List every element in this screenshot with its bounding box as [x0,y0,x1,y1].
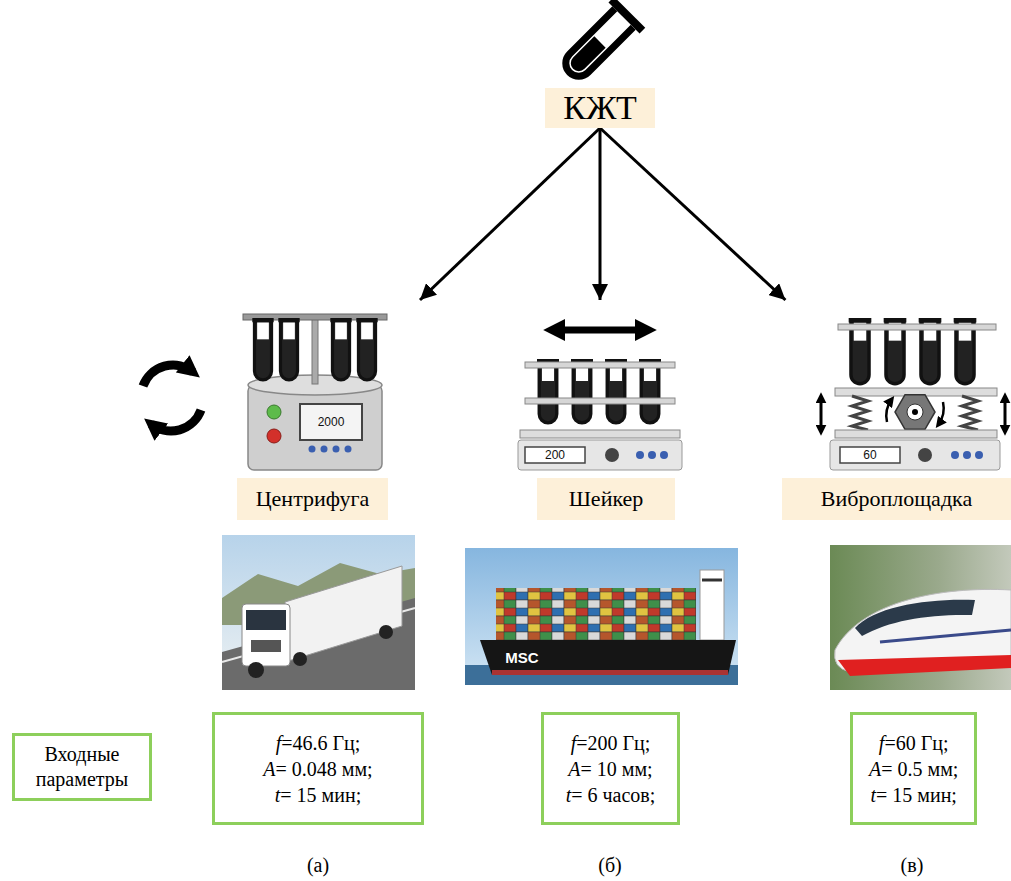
parameter-box: f=200 Гц;A= 10 мм;t= 6 часов; [541,712,680,825]
device-column: Центрифуга [225,300,425,520]
test-tube-icon [554,0,645,88]
parameter-line: A= 0.048 мм; [231,756,405,782]
vibration-platform-drawing [821,318,1005,470]
ship-marking: MSC [505,649,538,666]
display-reading: 200 [545,448,565,462]
ship-photo [465,548,738,685]
parameter-line: f=60 Гц; [869,730,958,756]
row-header-box: Входные параметры [12,733,152,801]
parameter-line: A= 10 мм; [560,756,661,782]
train-photo [830,545,1011,690]
parameter-box: f=60 Гц;A= 0.5 мм;t= 15 мин; [850,712,977,825]
parameter-line: f=46.6 Гц; [231,730,405,756]
truck-photo [222,535,415,690]
connector-arrow [420,128,600,300]
sample-label: КЖТ [563,89,636,126]
panel-letter: (б) [598,854,622,877]
sample-box: КЖТ [545,88,655,128]
parameter-line: f=200 Гц; [560,730,661,756]
panel-letter: (в) [901,854,924,877]
device-column: Виброплощадка [782,300,1011,520]
parameter-line: A= 0.5 мм; [869,756,958,782]
parameter-line: t= 15 мин; [231,782,405,808]
connector-arrow [599,128,602,300]
device-label: Виброплощадка [782,478,1011,520]
device-column: Шейкер [515,300,685,520]
connector-arrow [600,128,785,300]
row-header: Входные параметры [36,743,128,790]
rotation-arrows [143,365,201,431]
display-reading: 60 [863,448,876,462]
shaker-drawing [518,330,682,470]
display-reading: 2000 [318,415,345,429]
device-label: Центрифуга [237,478,388,520]
parameter-box: f=46.6 Гц;A= 0.048 мм;t= 15 мин; [212,712,424,825]
centrifuge-drawing [243,314,387,470]
device-label: Шейкер [537,478,675,520]
parameter-line: t= 15 мин; [869,782,958,808]
panel-letter: (а) [307,854,329,877]
parameter-line: t= 6 часов; [560,782,661,808]
